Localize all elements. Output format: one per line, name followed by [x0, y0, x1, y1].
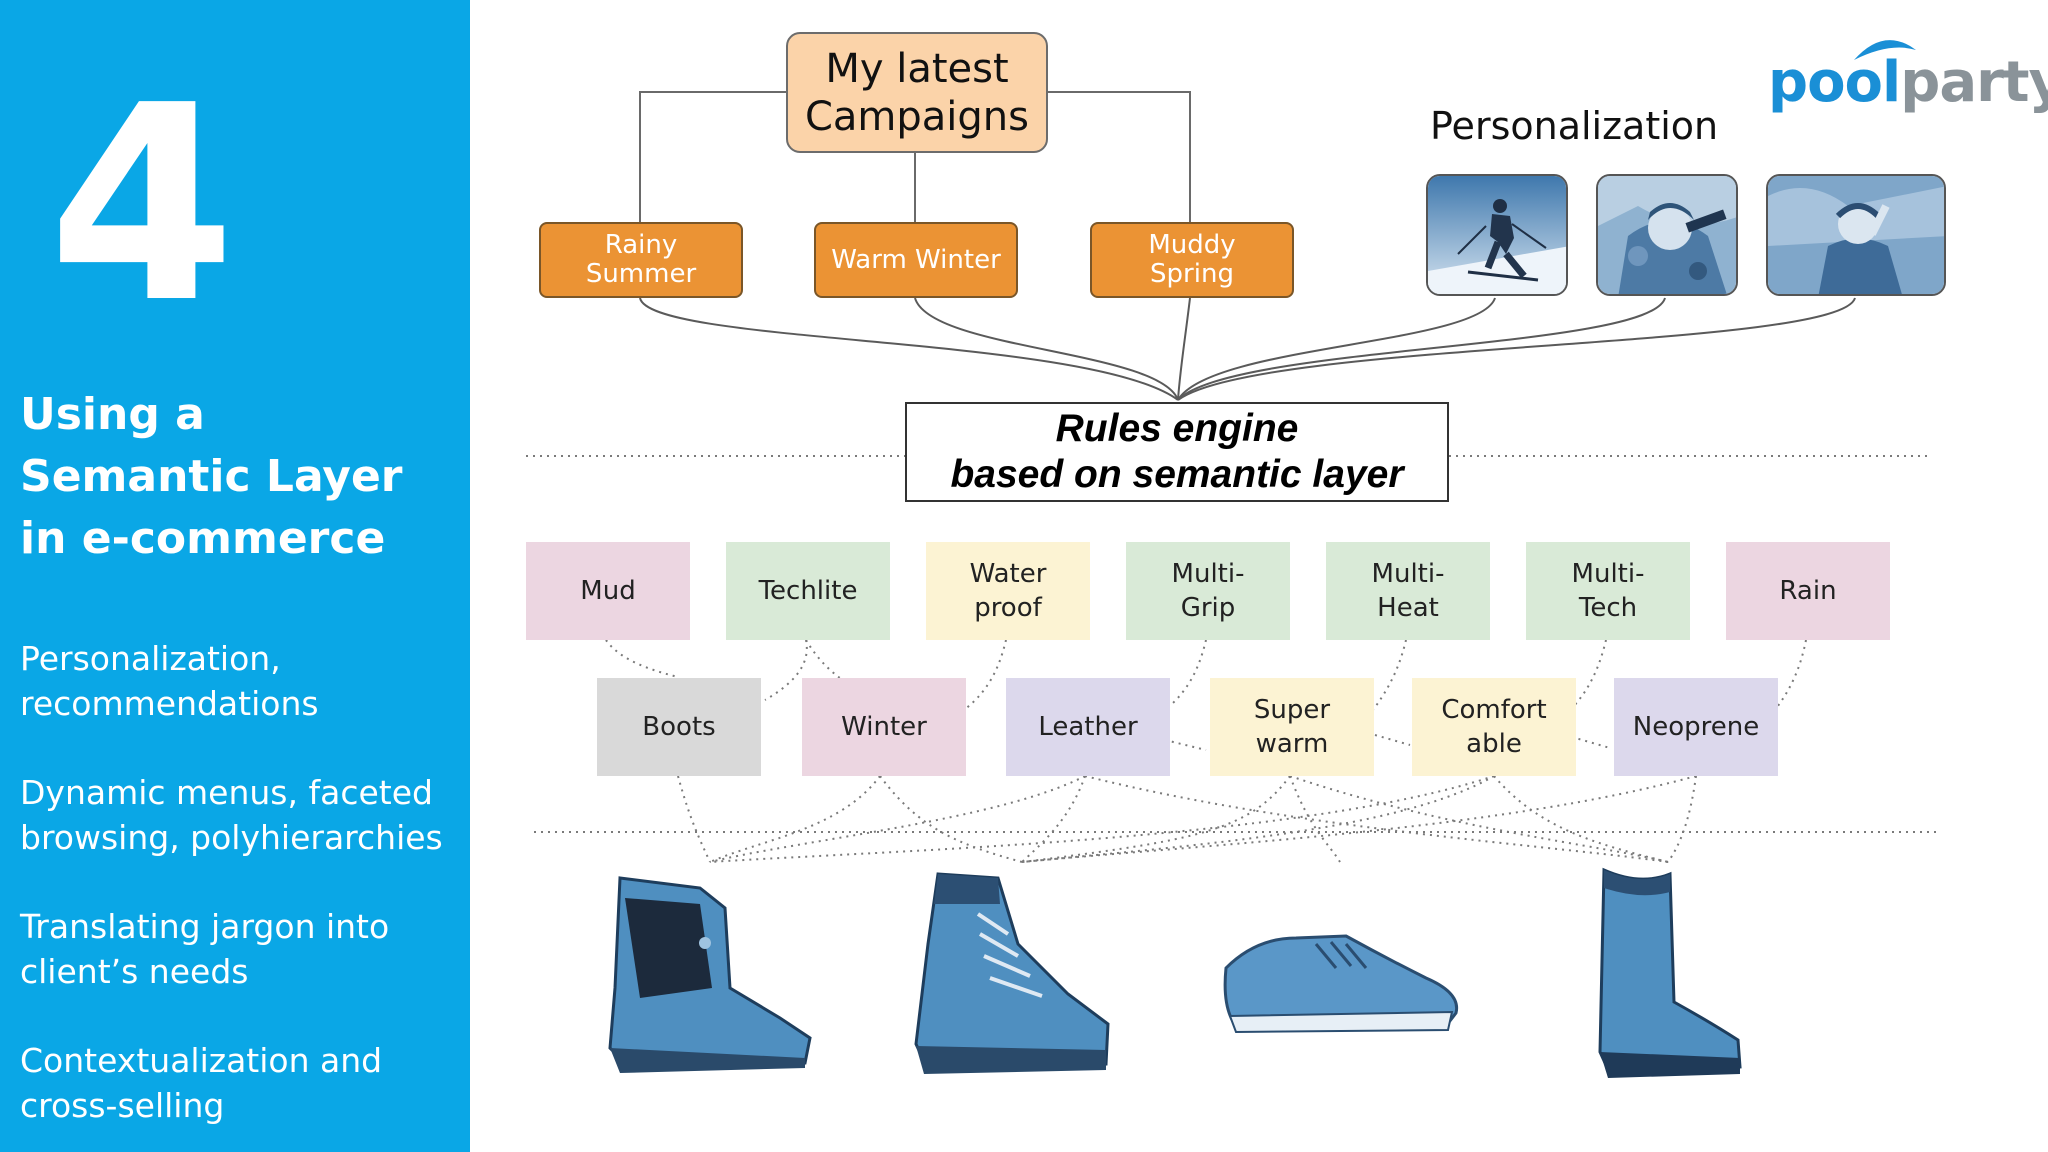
- tag-multi-tech: Multi- Tech: [1526, 542, 1690, 640]
- tag-multi-grip: Multi- Grip: [1126, 542, 1290, 640]
- slide-title: Using a Semantic Layer in e-commerce: [20, 389, 403, 564]
- poolparty-logo: poolparty: [1768, 50, 2048, 115]
- campaign-muddy-spring: Muddy Spring: [1090, 222, 1294, 298]
- hunter-photo: [1596, 174, 1738, 296]
- tag-multi-heat: Multi- Heat: [1326, 542, 1490, 640]
- bullet-jargon: Translating jargon into client’s needs: [20, 907, 390, 991]
- tag-relation-links: [605, 639, 1807, 863]
- tag-leather: Leather: [1006, 678, 1170, 776]
- tag-winter: Winter: [802, 678, 966, 776]
- campaign-warm-winter: Warm Winter: [814, 222, 1018, 298]
- tag-comfortable: Comfort able: [1412, 678, 1576, 776]
- slide-number: 4: [48, 47, 236, 362]
- logo-part-party: party: [1900, 50, 2048, 115]
- separator-lines: [526, 455, 1940, 833]
- campaign-rainy-summer: Rainy Summer: [539, 222, 743, 298]
- rules-engine-box: Rules engine based on semantic layer: [905, 402, 1449, 502]
- logo-part-pool: pool: [1768, 50, 1901, 115]
- campaign-tree-lines: [639, 91, 1191, 222]
- tag-techlite: Techlite: [726, 542, 890, 640]
- sneaker-icon: [1223, 934, 1459, 1034]
- tag-mud: Mud: [526, 542, 690, 640]
- hiker-photo: [1766, 174, 1946, 296]
- bullet-contextualization: Contextualization and cross-selling: [20, 1041, 383, 1125]
- tag-waterproof: Water proof: [926, 542, 1090, 640]
- tag-rain: Rain: [1726, 542, 1890, 640]
- tag-boots: Boots: [597, 678, 761, 776]
- rules-input-curves: [639, 297, 1856, 401]
- rain-boot-icon: [1598, 867, 1742, 1078]
- umbrella-icon: [1854, 40, 1916, 60]
- bullet-personalization: Personalization, recommendations: [20, 639, 319, 723]
- snow-boot-icon: [608, 876, 812, 1073]
- tag-super-warm: Super warm: [1210, 678, 1374, 776]
- hiking-boot-icon: [914, 872, 1110, 1074]
- tag-neoprene: Neoprene: [1614, 678, 1778, 776]
- left-panel: 4 Using a Semantic Layer in e-commerce P…: [0, 0, 470, 1152]
- bullet-dynamic-menus: Dynamic menus, faceted browsing, polyhie…: [20, 773, 443, 857]
- campaigns-box: My latest Campaigns: [786, 32, 1048, 153]
- personalization-label: Personalization: [1430, 104, 1719, 148]
- skier-photo: [1426, 174, 1568, 296]
